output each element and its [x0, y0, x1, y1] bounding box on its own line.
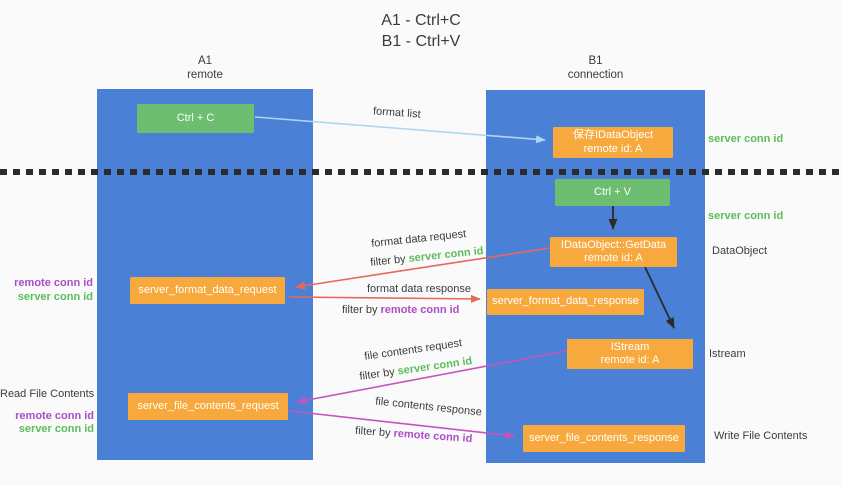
filter-by-text: filter by: [369, 253, 407, 269]
server-conn-id-right-top-label: server conn id: [708, 133, 784, 145]
lane-b1-name: B1: [588, 55, 603, 67]
filter-by-text: filter by: [354, 424, 391, 440]
format-data-request-label: format data request: [370, 228, 467, 250]
node-server-format-data-request: server_format_data_request: [130, 277, 285, 304]
lane-b1-role: connection: [567, 69, 624, 81]
node-server-file-contents-request: server_file_contents_request: [128, 393, 288, 420]
lane-a1-role: remote: [187, 69, 223, 81]
title-line-2: B1 - Ctrl+V: [381, 33, 461, 50]
node-server-format-data-response: server_format_data_response: [487, 289, 644, 315]
node-istream: IStream remote id: A: [567, 339, 693, 369]
file-response-label: server_file_contents_response: [529, 431, 679, 444]
file-contents-response-label: file contents response: [374, 395, 483, 419]
format-list-label: format list: [372, 105, 422, 121]
lane-header-a1: A1 remote: [97, 54, 313, 82]
server-conn-id-right-mid-label: server conn id: [708, 210, 784, 222]
getdata-line1: IDataObject::GetData: [560, 238, 667, 251]
file-request-label: server_file_contents_request: [137, 399, 279, 412]
filter-by-server-conn-id-label-1: filter by server conn id: [370, 245, 484, 269]
lane-header-b1: B1 connection: [486, 54, 705, 82]
node-server-file-contents-response: server_file_contents_response: [523, 425, 685, 452]
read-file-contents-label: Read File Contents: [0, 388, 95, 400]
remote-conn-id-text: remote conn id: [393, 427, 473, 446]
write-file-contents-label: Write File Contents: [714, 430, 808, 442]
ctrl-c-label: Ctrl + C: [176, 111, 215, 124]
save-idataobject-line1: 保存IDataObject: [572, 129, 654, 141]
ctrl-v-label: Ctrl + V: [594, 185, 631, 198]
remote-conn-id-text: remote conn id: [380, 304, 460, 316]
server-conn-id-left-bottom-label: server conn id: [18, 423, 94, 435]
getdata-line2: remote id: A: [584, 252, 643, 264]
format-data-response-label: format data response: [367, 283, 471, 295]
istream-line2: remote id: A: [600, 354, 660, 366]
server-conn-id-text: server conn id: [408, 245, 485, 265]
server-conn-id-left-label: server conn id: [17, 291, 93, 303]
remote-conn-id-left-label: remote conn id: [14, 277, 93, 289]
node-ctrl-v: Ctrl + V: [555, 179, 670, 206]
istream-line1: IStream: [610, 340, 650, 353]
filter-by-text: filter by: [358, 366, 396, 383]
dataobject-label: DataObject: [712, 245, 768, 257]
save-idataobject-line2: remote id: A: [583, 142, 643, 155]
format-request-label: server_format_data_request: [138, 283, 277, 296]
filter-by-text: filter by: [342, 304, 378, 316]
node-save-idataobject: 保存IDataObject remote id: A: [553, 127, 673, 158]
filter-by-remote-conn-id-label-2: filter by remote conn id: [355, 425, 473, 445]
istream-side-label: Istream: [709, 348, 746, 360]
node-idataobject-getdata: IDataObject::GetData remote id: A: [550, 237, 677, 267]
remote-conn-id-left-bottom-label: remote conn id: [15, 410, 94, 422]
diagram-title: A1 - Ctrl+C B1 - Ctrl+V: [0, 10, 842, 52]
node-ctrl-c: Ctrl + C: [137, 104, 254, 133]
format-data-response-arrow: [288, 294, 481, 303]
lane-a1-name: A1: [197, 55, 213, 67]
format-response-label: server_format_data_response: [492, 295, 639, 308]
filter-by-remote-conn-id-label-1: filter by remote conn id: [342, 304, 459, 316]
server-conn-id-text: server conn id: [396, 355, 474, 378]
phase-divider-dashed-line: [0, 169, 842, 175]
title-line-1: A1 - Ctrl+C: [381, 12, 461, 29]
